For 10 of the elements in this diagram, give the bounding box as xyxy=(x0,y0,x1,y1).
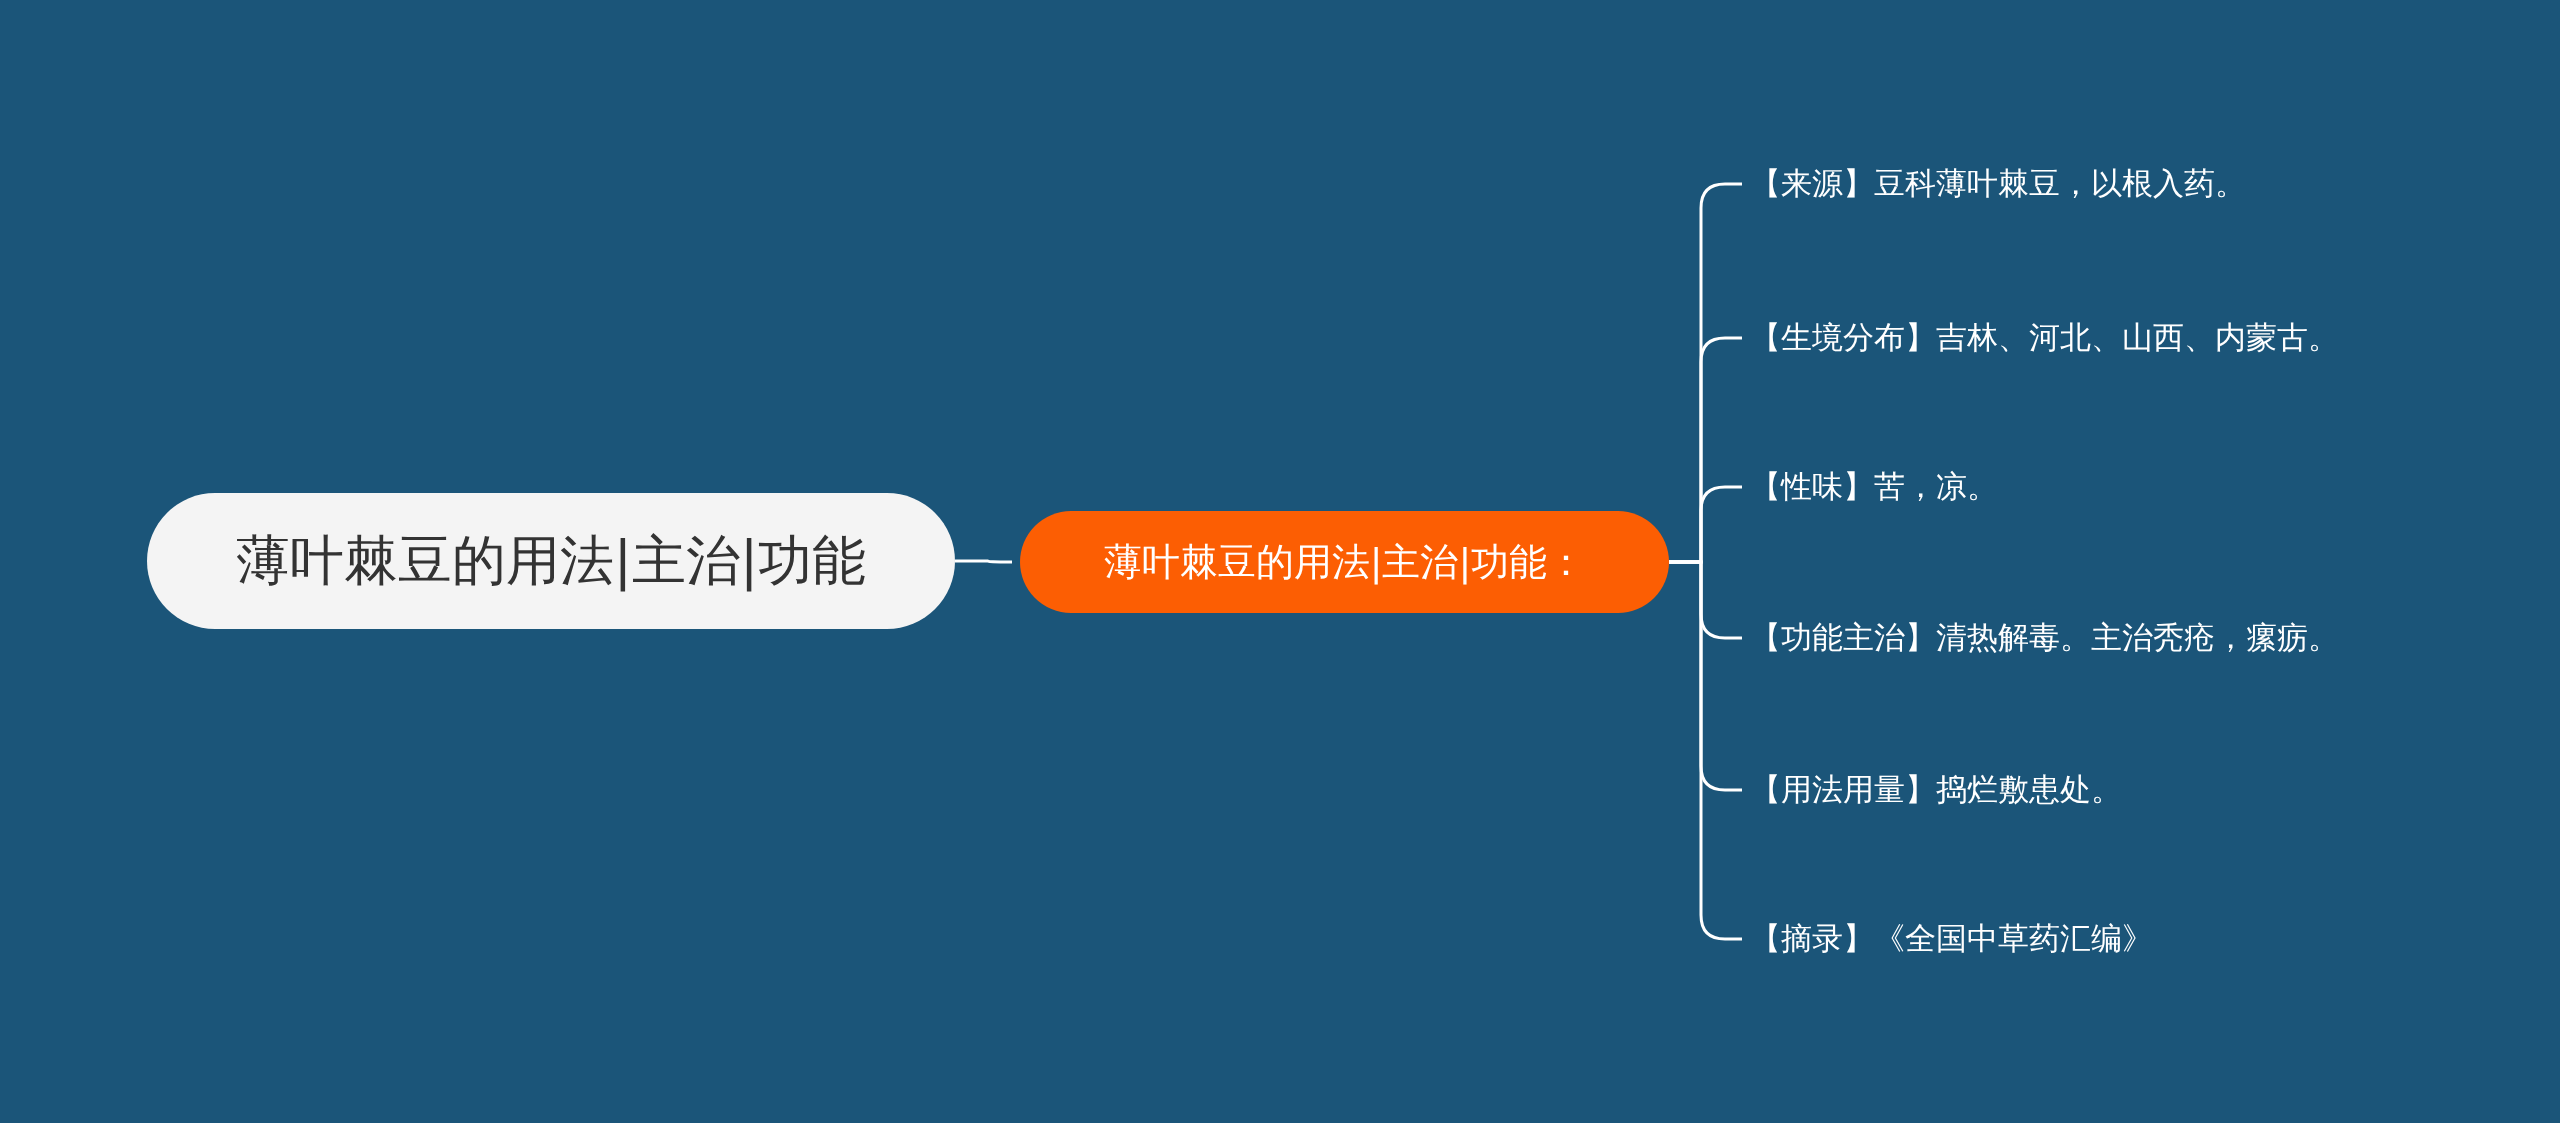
branch-text: 【生境分布】吉林、河北、山西、内蒙古。 xyxy=(1750,318,2339,358)
branch-text: 【功能主治】清热解毒。主治秃疮，瘰疬。 xyxy=(1750,618,2339,658)
branch-text: 【摘录】《全国中草药汇编》 xyxy=(1750,919,2153,959)
connector-line xyxy=(1669,560,1742,941)
subtopic-pill: 薄叶棘豆的用法|主治|功能： xyxy=(1020,511,1669,613)
connector-line xyxy=(955,559,1013,564)
topic-pill: 薄叶棘豆的用法|主治|功能 xyxy=(147,493,955,629)
branch-text: 【来源】豆科薄叶棘豆，以根入药。 xyxy=(1750,164,2246,204)
branch-text: 【用法用量】捣烂敷患处。 xyxy=(1750,770,2122,810)
branch-text: 【性味】苦，凉。 xyxy=(1750,467,1998,507)
